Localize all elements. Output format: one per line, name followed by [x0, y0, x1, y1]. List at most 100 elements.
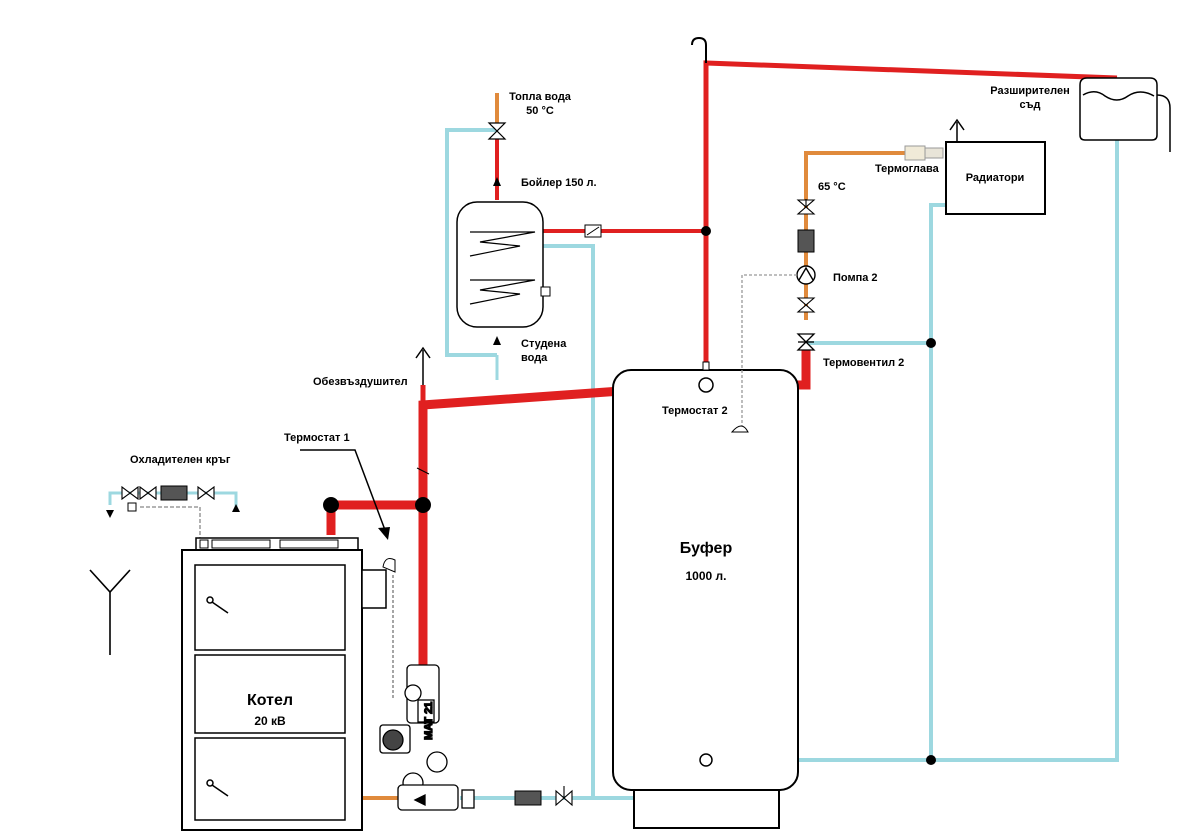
door-handle-icon — [206, 596, 229, 797]
thermovalve-2-icon — [796, 333, 816, 351]
radiators-label: Радиатори — [966, 172, 1025, 184]
air-vent-label: Обезвъздушител — [313, 376, 408, 388]
filter-icon — [160, 485, 188, 501]
top-vent-hook-icon — [691, 36, 707, 63]
valve-icon — [796, 297, 816, 313]
air-vent: Обезвъздушител — [313, 346, 431, 388]
return-pipes — [108, 128, 1119, 800]
boiler-sensor-icon — [540, 286, 551, 297]
junctions — [323, 226, 936, 765]
valve-icon — [796, 199, 816, 215]
boiler-power-label: 20 кВ — [254, 714, 286, 728]
thermostat-2-icon — [730, 425, 749, 433]
boiler-port-icon — [211, 539, 271, 549]
hot-water-label: Топла вода — [509, 91, 572, 103]
boiler-return-pipe — [543, 244, 595, 798]
expansion-label-2: съд — [1020, 99, 1041, 111]
junction-dot — [415, 497, 431, 513]
cooling-circuit: Охладителен кръг — [106, 454, 240, 540]
water-level-icon — [1082, 91, 1155, 101]
filter-icon — [797, 229, 815, 253]
valve-icon — [555, 786, 573, 807]
expansion-flow-pipe — [703, 60, 1118, 365]
flue-outlet — [361, 569, 387, 609]
thermo-head-icon — [904, 145, 944, 161]
expansion-vessel: Разширителен съд — [990, 77, 1171, 152]
sensor-wire-2 — [741, 274, 797, 432]
buffer-bottom-port — [699, 753, 713, 767]
valve-icon — [121, 485, 215, 501]
radiator-vent-arrow-icon — [949, 118, 965, 131]
boiler-door-middle — [194, 654, 346, 734]
solid-fuel-boiler: Котел 20 кВ — [181, 537, 387, 831]
pipe-marker — [416, 467, 430, 475]
boiler-flow-pipe — [326, 500, 428, 685]
load-valve-group: MAT 21 — [379, 664, 475, 811]
radiators: Радиатори Термоглава — [875, 118, 1046, 215]
buffer-tank: Буфер 1000 л. — [612, 361, 799, 829]
boiler-coil-top — [469, 231, 536, 257]
boiler-coil-bottom — [469, 279, 536, 305]
boiler-coil-loop — [445, 128, 497, 357]
thermo-head-label: Термоглава — [875, 163, 940, 175]
valve-label-plate — [417, 699, 435, 723]
boiler-unit-label: Котел — [247, 692, 293, 709]
radiator-box — [945, 141, 1046, 215]
check-valve-mark — [586, 226, 600, 236]
pump-2-label: Помпа 2 — [833, 272, 878, 284]
water-boiler-body — [456, 201, 544, 328]
temp-65-label: 65 °C — [818, 181, 846, 193]
pointer-arrow-icon — [378, 527, 390, 540]
buffer-volume: 1000 л. — [686, 569, 727, 583]
junction-dot — [701, 226, 711, 236]
valve-base — [397, 784, 459, 811]
pump-2-icon — [796, 265, 816, 285]
filter-icon — [514, 790, 542, 806]
hot-water-temp: 50 °C — [526, 105, 554, 117]
flow-arrow-icon — [413, 793, 426, 807]
buffer-label: Буфер — [680, 540, 733, 557]
junction-dot — [926, 755, 936, 765]
buffer-stand — [633, 789, 780, 829]
cold-water-label-2: вода — [521, 352, 548, 364]
water-boiler-label: Бойлер 150 л. — [521, 177, 597, 189]
cooling-sensor-wire — [140, 506, 201, 540]
expansion-vessel-body — [1079, 77, 1158, 141]
junction-dot — [323, 497, 339, 513]
buffer-top-port — [698, 377, 714, 393]
radiator-flow-pipe — [804, 151, 906, 320]
thermostat-2-label: Термостат 2 — [662, 405, 728, 417]
up-arrow-icon — [493, 336, 501, 345]
down-arrow-icon — [106, 510, 114, 518]
cold-water-label-1: Студена — [521, 338, 567, 350]
boiler-door-bottom — [194, 737, 346, 821]
water-boiler: Топла вода 50 °C Бойлер 150 л. Студена в… — [456, 91, 602, 380]
expansion-return-pipe — [706, 130, 1119, 762]
air-vent-arrow-icon — [415, 346, 431, 359]
boiler-port-icon — [279, 539, 339, 549]
buffer-vent-stub — [702, 361, 710, 371]
pump-group: 65 °C Помпа 2 Термовентил 2 Термостат 2 — [662, 181, 904, 433]
thermovalve-2-label: Термовентил 2 — [823, 357, 904, 369]
radiator-return-pipe — [929, 203, 946, 760]
up-arrow-icon — [493, 177, 501, 186]
radiator-pipes — [360, 93, 906, 800]
valve-mark-label: MAT 21 — [423, 702, 435, 740]
cooling-circuit-label: Охладителен кръг — [130, 454, 231, 466]
gauge-icon — [426, 751, 448, 773]
overflow-pipe-icon — [1156, 94, 1171, 152]
boiler-door-top — [194, 564, 346, 651]
pump-1-icon — [382, 729, 404, 751]
junction-dot — [926, 338, 936, 348]
thermostat-1-pointer — [300, 449, 386, 531]
thermostat-1: Термостат 1 — [284, 432, 396, 700]
sensor-bulb-icon — [127, 502, 137, 512]
hot-water-valve-icon — [487, 122, 507, 140]
thermostat-1-label: Термостат 1 — [284, 432, 350, 444]
gauge-icon — [404, 684, 422, 702]
up-arrow-icon — [232, 504, 240, 512]
chimney-icon — [89, 569, 131, 594]
valve-fitting — [461, 789, 475, 809]
boiler-port-icon — [199, 539, 209, 549]
